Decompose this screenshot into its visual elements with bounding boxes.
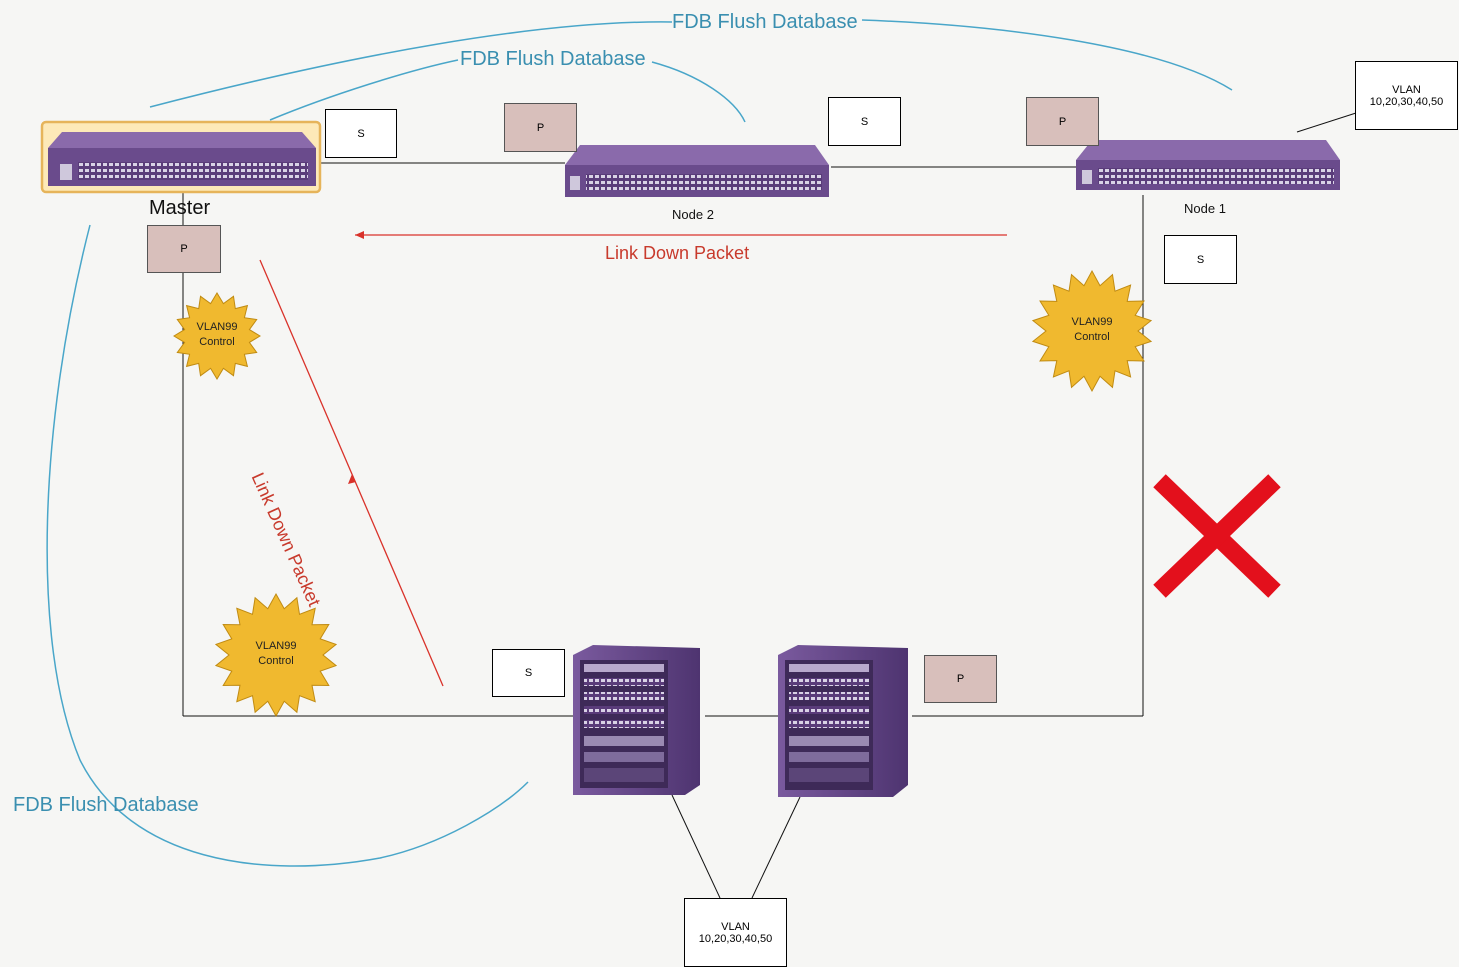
fdb-flush-label-top: FDB Flush Database xyxy=(672,11,858,33)
chassis-primary-port: P xyxy=(924,655,997,703)
control-burst-node1-text: VLAN99 Control xyxy=(1052,315,1132,345)
control-burst-master-text: VLAN99 Control xyxy=(177,320,257,350)
control-bursts xyxy=(173,269,1153,718)
node1-label: Node 1 xyxy=(1184,201,1226,216)
fdb-curve-left xyxy=(46,224,529,867)
control-burst-node1 xyxy=(1031,269,1153,393)
fdb-curve-inner xyxy=(269,59,746,123)
vlan-box-bottom: VLAN 10,20,30,40,50 xyxy=(684,898,787,967)
node1-secondary-port: S xyxy=(1164,235,1237,284)
fdb-flush-curves xyxy=(46,19,1233,867)
vlan-box-top-right: VLAN 10,20,30,40,50 xyxy=(1355,61,1458,130)
node2-secondary-port: S xyxy=(828,97,901,146)
node1-primary-port: P xyxy=(1026,97,1099,146)
burst-line1: VLAN99 xyxy=(1071,316,1113,328)
master-secondary-port: S xyxy=(325,109,397,158)
chassis-switch-right xyxy=(778,645,908,797)
control-burst-master xyxy=(173,292,261,380)
vlan-box-title: VLAN xyxy=(1392,83,1421,96)
ring-links xyxy=(182,112,1357,899)
chassis-secondary-port: S xyxy=(492,649,565,697)
master-label: Master xyxy=(149,197,211,219)
vlan-box-ids: 10,20,30,40,50 xyxy=(698,932,773,945)
link-down-arrows xyxy=(259,231,1007,687)
chassis-switch-left xyxy=(573,645,700,795)
fdb-flush-label-middle: FDB Flush Database xyxy=(460,48,646,70)
vlan-box-title: VLAN xyxy=(721,920,750,933)
vlan-box-ids: 10,20,30,40,50 xyxy=(1369,95,1444,108)
master-switch xyxy=(40,120,322,194)
link-down-label-top: Link Down Packet xyxy=(605,243,750,263)
burst-line2: Control xyxy=(199,335,235,348)
node2-label: Node 2 xyxy=(672,207,714,222)
burst-line1: VLAN99 xyxy=(255,640,297,652)
link-failure-x-icon xyxy=(1153,474,1281,598)
node1-switch xyxy=(1076,140,1340,190)
burst-line2: Control xyxy=(258,654,294,667)
node2-switch xyxy=(565,145,829,197)
control-burst-bottom xyxy=(214,592,338,718)
master-primary-port: P xyxy=(147,225,221,273)
burst-line1: VLAN99 xyxy=(196,321,238,333)
fdb-curve-outer xyxy=(149,19,1233,108)
fdb-flush-label-left: FDB Flush Database xyxy=(13,794,199,816)
control-burst-bottom-text: VLAN99 Control xyxy=(236,639,316,669)
node2-primary-port: P xyxy=(504,103,577,152)
burst-line2: Control xyxy=(1074,330,1110,343)
